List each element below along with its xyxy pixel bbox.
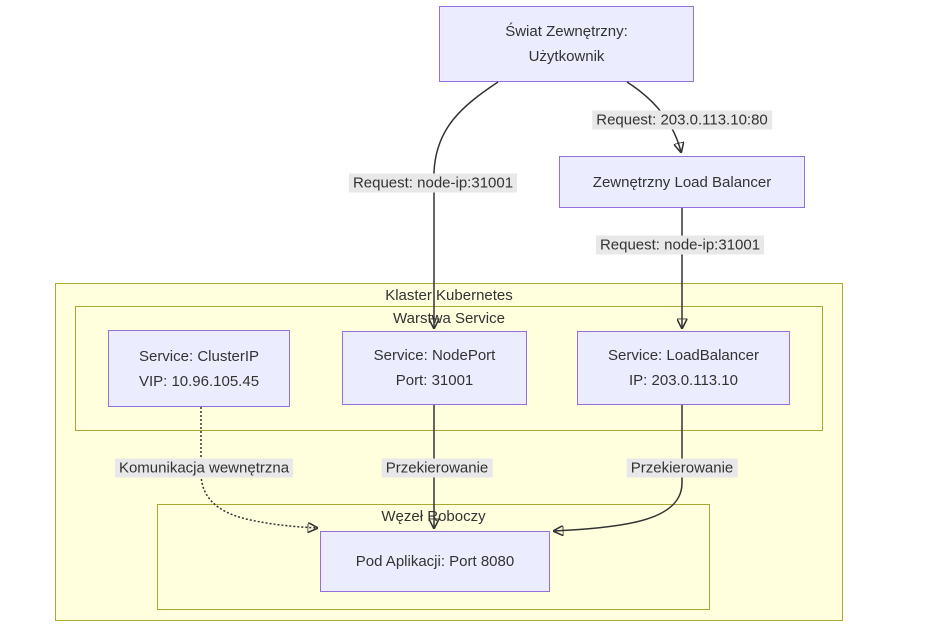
node-user-line2: Użytkownik (528, 48, 605, 65)
node-clusterip-line2: VIP: 10.96.105.45 (138, 372, 260, 390)
node-service-nodeport: Service: NodePort Port: 31001 (342, 331, 527, 405)
node-loadbalancer-line2: IP: 203.0.113.10 (629, 372, 738, 389)
node-nodeport-line1: Service: NodePort (373, 347, 496, 364)
node-user-line1: Świat Zewnętrzny: (505, 23, 628, 40)
node-pod-aplikacji: Pod Aplikacji: Port 8080 (320, 531, 550, 592)
node-clusterip-line1: Service: ClusterIP (138, 347, 260, 365)
edge-label-przekierowanie-1: Przekierowanie (381, 458, 493, 478)
node-pod-label: Pod Aplikacji: Port 8080 (355, 553, 515, 570)
node-nodeport-line2: Port: 31001 (395, 372, 474, 389)
cluster-warstwa-service-label: Warstwa Service (393, 310, 505, 327)
edge-label-przekierowanie-2: Przekierowanie (626, 458, 738, 478)
edge-label-request-node-ip-2: Request: node-ip:31001 (595, 235, 765, 255)
cluster-klaster-kubernetes-label: Klaster Kubernetes (385, 287, 513, 304)
node-service-loadbalancer: Service: LoadBalancer IP: 203.0.113.10 (577, 331, 790, 405)
node-lb-label: Zewnętrzny Load Balancer (592, 173, 772, 191)
node-swiat-zewnetrzny-uzytkownik: Świat Zewnętrzny: Użytkownik (439, 6, 694, 82)
node-loadbalancer-line1: Service: LoadBalancer (608, 347, 759, 364)
edge-label-request-ip-80: Request: 203.0.113.10:80 (592, 110, 772, 130)
edge-label-request-node-ip: Request: node-ip:31001 (348, 173, 518, 193)
edge-label-komunikacja-wewnetrzna: Komunikacja wewnętrzna (114, 458, 294, 478)
node-zewnetrzny-load-balancer: Zewnętrzny Load Balancer (559, 156, 805, 208)
node-service-clusterip: Service: ClusterIP VIP: 10.96.105.45 (108, 330, 290, 407)
cluster-wezel-roboczy-label: Węzeł Roboczy (381, 508, 486, 525)
